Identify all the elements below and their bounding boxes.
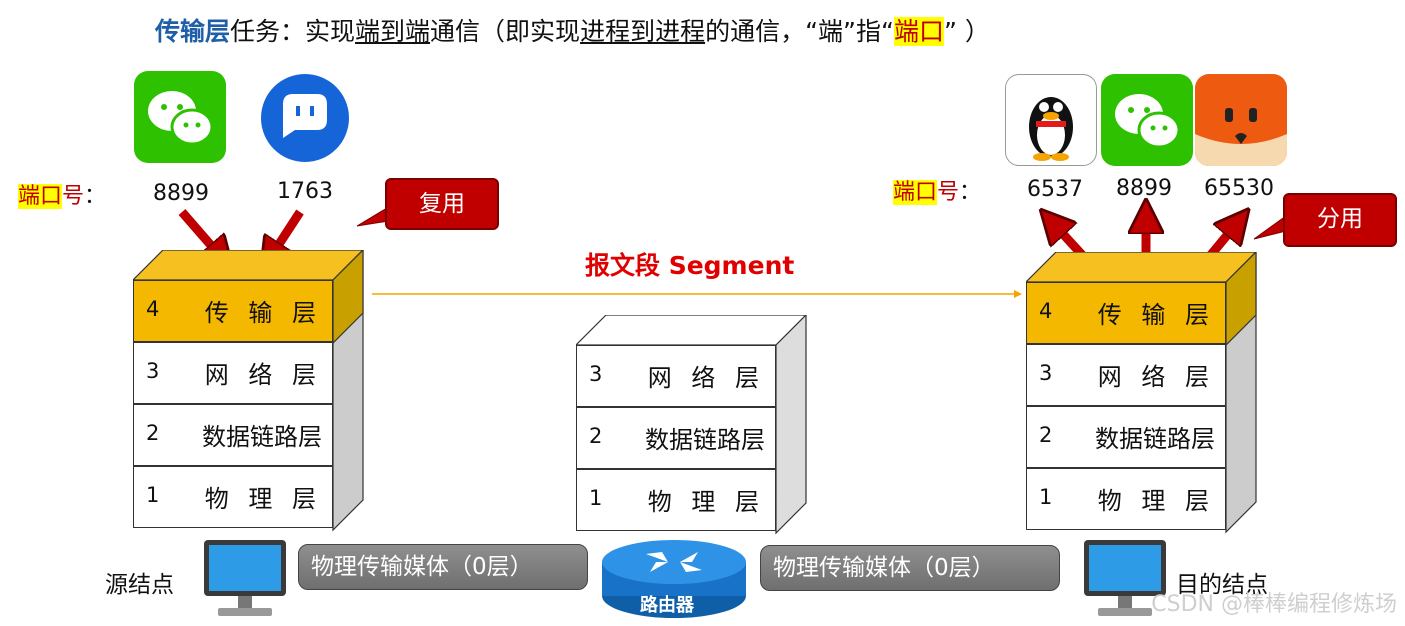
port-number: 1763	[277, 179, 333, 204]
physical-medium: 物理传输媒体（0层）	[760, 545, 1060, 591]
watermark: CSDN @棒棒编程修炼场	[1151, 592, 1397, 617]
port-label-dest: 端口号：	[893, 180, 982, 205]
computer-icon	[204, 540, 286, 616]
source-node-label: 源结点	[105, 572, 174, 598]
port-number: 65530	[1204, 176, 1274, 201]
router-label: 路由器	[640, 595, 694, 616]
wechat-icon	[1101, 74, 1193, 166]
demux-callout: 分用	[1283, 193, 1397, 247]
dest-node-label: 目的结点	[1176, 572, 1268, 598]
computer-icon	[1084, 540, 1166, 616]
wechat-icon	[134, 71, 226, 163]
chat-app-icon	[245, 60, 365, 178]
segment-label: 报文段 Segment	[585, 251, 795, 280]
fox-app-icon	[1195, 74, 1287, 166]
port-number: 6537	[1027, 177, 1083, 202]
page-title: 传输层任务：实现端到端通信（即实现进程到进程的通信，“端”指“端口” ）	[155, 17, 990, 46]
physical-medium: 物理传输媒体（0层）	[298, 544, 588, 590]
port-label-source: 端口号：	[18, 184, 107, 209]
router-icon	[602, 540, 746, 618]
port-number: 8899	[153, 181, 209, 206]
port-number: 8899	[1116, 176, 1172, 201]
qq-icon	[1005, 74, 1097, 166]
mux-callout: 复用	[385, 178, 499, 230]
